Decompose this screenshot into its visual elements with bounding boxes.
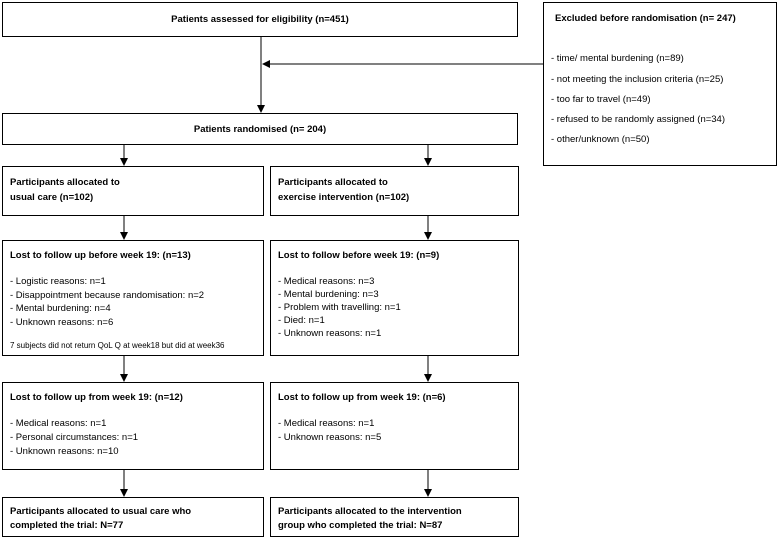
usual-care-completed-line1: Participants allocated to usual care who xyxy=(10,506,192,517)
exercise-allocation-box: Participants allocated to exercise inter… xyxy=(270,166,519,216)
lost-reason: - Unknown reasons: n=10 xyxy=(10,446,119,457)
lost-reason: - Problem with travelling: n=1 xyxy=(278,302,401,313)
usual-care-allocation-line1: Participants allocated to xyxy=(10,177,120,188)
usual-care-lost-from-title: Lost to follow up from week 19: (n=12) xyxy=(10,392,183,403)
lost-reason: - Unknown reasons: n=5 xyxy=(278,432,382,443)
usual-care-completed-box: Participants allocated to usual care who… xyxy=(2,497,264,537)
usual-care-lost-before-box: Lost to follow up before week 19: (n=13)… xyxy=(2,240,264,356)
exercise-completed-line1: Participants allocated to the interventi… xyxy=(278,506,462,517)
randomised-label: Patients randomised (n= 204) xyxy=(193,124,327,135)
usual-care-lost-from-box: Lost to follow up from week 19: (n=12) -… xyxy=(2,382,264,470)
lost-reason: - Mental burdening: n=4 xyxy=(10,303,111,314)
lost-reason: - Logistic reasons: n=1 xyxy=(10,276,106,287)
exercise-lost-before-box: Lost to follow before week 19: (n=9) - M… xyxy=(270,240,519,356)
assessed-box: Patients assessed for eligibility (n=451… xyxy=(2,2,518,37)
excluded-title: Excluded before randomisation (n= 247) xyxy=(555,13,736,24)
excluded-box: Excluded before randomisation (n= 247) -… xyxy=(543,2,777,166)
excluded-reason: - time/ mental burdening (n=89) xyxy=(551,53,684,64)
usual-care-lost-before-title: Lost to follow up before week 19: (n=13) xyxy=(10,250,191,261)
lost-reason: - Medical reasons: n=1 xyxy=(10,418,107,429)
lost-reason: - Died: n=1 xyxy=(278,315,325,326)
exercise-lost-from-title: Lost to follow up from week 19: (n=6) xyxy=(278,392,446,403)
exercise-lost-from-box: Lost to follow up from week 19: (n=6) - … xyxy=(270,382,519,470)
excluded-reason: - refused to be randomly assigned (n=34) xyxy=(551,114,726,125)
excluded-reason: - not meeting the inclusion criteria (n=… xyxy=(551,74,724,85)
lost-reason: - Unknown reasons: n=1 xyxy=(278,328,382,339)
excluded-reason: - too far to travel (n=49) xyxy=(551,94,651,105)
exercise-completed-box: Participants allocated to the interventi… xyxy=(270,497,519,537)
excluded-reason: - other/unknown (n=50) xyxy=(551,134,650,145)
exercise-allocation-line2: exercise intervention (n=102) xyxy=(278,192,410,203)
lost-reason: - Mental burdening: n=3 xyxy=(278,289,379,300)
lost-reason: - Personal circumstances: n=1 xyxy=(10,432,139,443)
assessed-label: Patients assessed for eligibility (n=451… xyxy=(171,14,349,25)
usual-care-allocation-line2: usual care (n=102) xyxy=(10,192,94,203)
lost-reason: - Medical reasons: n=3 xyxy=(278,276,375,287)
usual-care-allocation-box: Participants allocated to usual care (n=… xyxy=(2,166,264,216)
lost-reason: - Unknown reasons: n=6 xyxy=(10,317,114,328)
lost-reason: - Medical reasons: n=1 xyxy=(278,418,375,429)
exercise-completed-line2: group who completed the trial: N=87 xyxy=(278,520,443,531)
randomised-box: Patients randomised (n= 204) xyxy=(2,113,518,145)
lost-reason: - Disappointment because randomisation: … xyxy=(10,290,205,301)
usual-care-note: 7 subjects did not return QoL Q at week1… xyxy=(10,341,225,350)
exercise-allocation-line1: Participants allocated to xyxy=(278,177,388,188)
exercise-lost-before-title: Lost to follow before week 19: (n=9) xyxy=(278,250,440,261)
usual-care-completed-line2: completed the trial: N=77 xyxy=(10,520,124,531)
